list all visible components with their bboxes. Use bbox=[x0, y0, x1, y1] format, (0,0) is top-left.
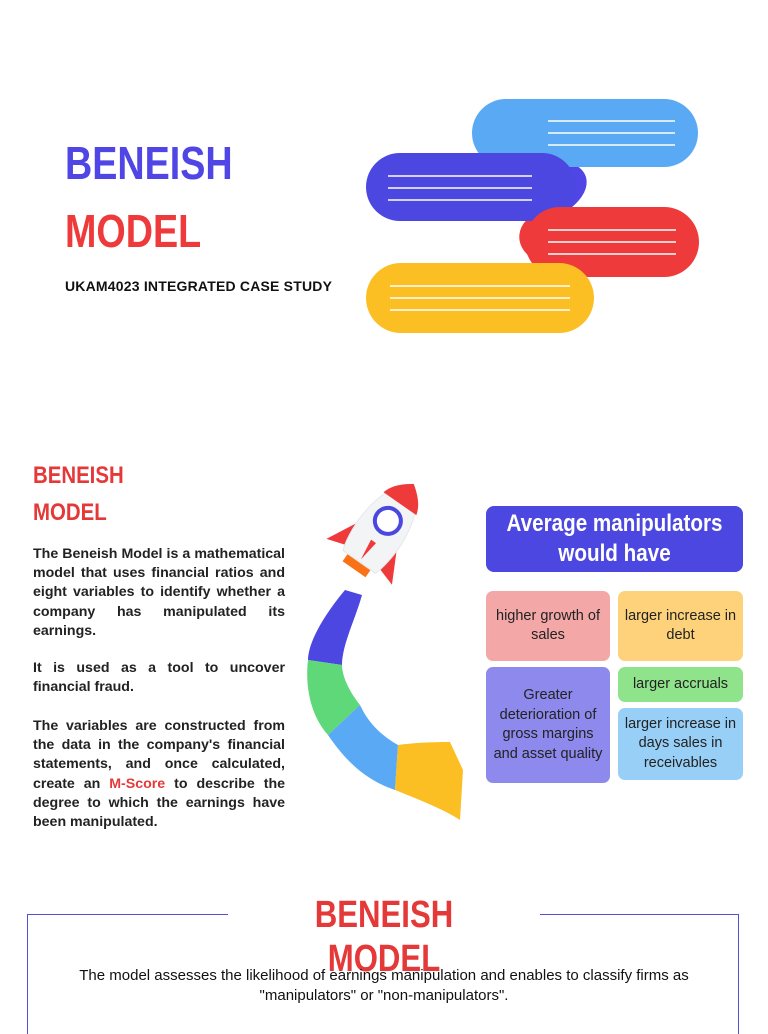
m-score-highlight: M-Score bbox=[109, 775, 166, 792]
speech-bubbles-graphic bbox=[366, 99, 699, 333]
intro-title-line2: MODEL bbox=[33, 499, 107, 526]
card-gross-margins-asset-quality: Greater deterioration of gross margins a… bbox=[486, 667, 610, 783]
header-title-line1: BENEISH bbox=[65, 137, 233, 189]
bottom-title-backdrop bbox=[228, 890, 540, 940]
card-larger-increase-in-debt: larger increase in debt bbox=[618, 591, 743, 661]
intro-paragraph-3: The variables are constructed from the d… bbox=[33, 718, 286, 831]
intro-title-line1: BENEISH bbox=[33, 462, 124, 489]
header-subtitle: UKAM4023 INTEGRATED CASE STUDY bbox=[65, 278, 333, 294]
card-larger-accruals: larger accruals bbox=[618, 667, 743, 702]
panel-heading: Average manipulators would have bbox=[486, 506, 743, 572]
rocket-icon bbox=[307, 483, 463, 820]
intro-paragraph-2: It is used as a tool to uncover financia… bbox=[33, 660, 285, 696]
card-higher-growth-of-sales: higher growth of sales bbox=[486, 591, 610, 661]
bottom-title: BENEISH MODEL bbox=[314, 894, 454, 980]
bottom-description: The model assesses the likelihood of ear… bbox=[79, 967, 689, 1004]
bubble-blue bbox=[366, 153, 576, 221]
header-title-line2: MODEL bbox=[65, 205, 202, 257]
card-days-sales-receivables: larger increase in days sales in receiva… bbox=[618, 708, 743, 780]
intro-paragraph-1: The Beneish Model is a mathematical mode… bbox=[33, 546, 285, 639]
